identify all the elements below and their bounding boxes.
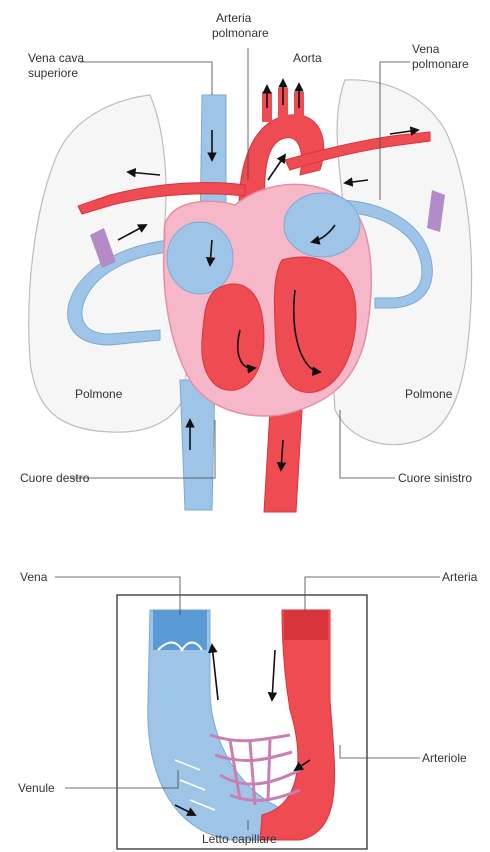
label-cuore-destro: Cuore destro [20,471,90,485]
label-aorta: Aorta [293,51,322,65]
label-vena-cava-line1: Vena cava [28,51,84,65]
right-atrium [167,222,233,294]
label-arteriole: Arteriole [422,751,467,765]
label-venule: Venule [18,781,55,795]
capillary-figure: Vena Arteria Arteriole Venule Letto capi… [18,570,478,849]
left-atrium [284,193,360,257]
vein-valve-top [153,610,207,650]
label-arteria-polmonare-line1: Arteria [216,11,252,25]
heart-lungs-figure: Arteria polmonare Vena cava superiore Ao… [20,11,472,512]
label-cuore-sinistro: Cuore sinistro [398,471,472,485]
label-arteria-polmonare-line2: polmonare [212,26,269,40]
label-polmone-right: Polmone [405,387,453,401]
label-polmone-left: Polmone [75,387,123,401]
label-vena-cava-line2: superiore [28,66,78,80]
right-ventricle [202,284,264,390]
label-vena-polmonare-line1: Vena [412,42,440,56]
label-arteria: Arteria [442,570,478,584]
descending-aorta [264,410,302,512]
label-letto-capillare: Letto capillare [202,832,277,846]
label-vena: Vena [20,570,48,584]
label-vena-polmonare-line2: polmonare [412,57,469,71]
artery-top [284,610,328,640]
